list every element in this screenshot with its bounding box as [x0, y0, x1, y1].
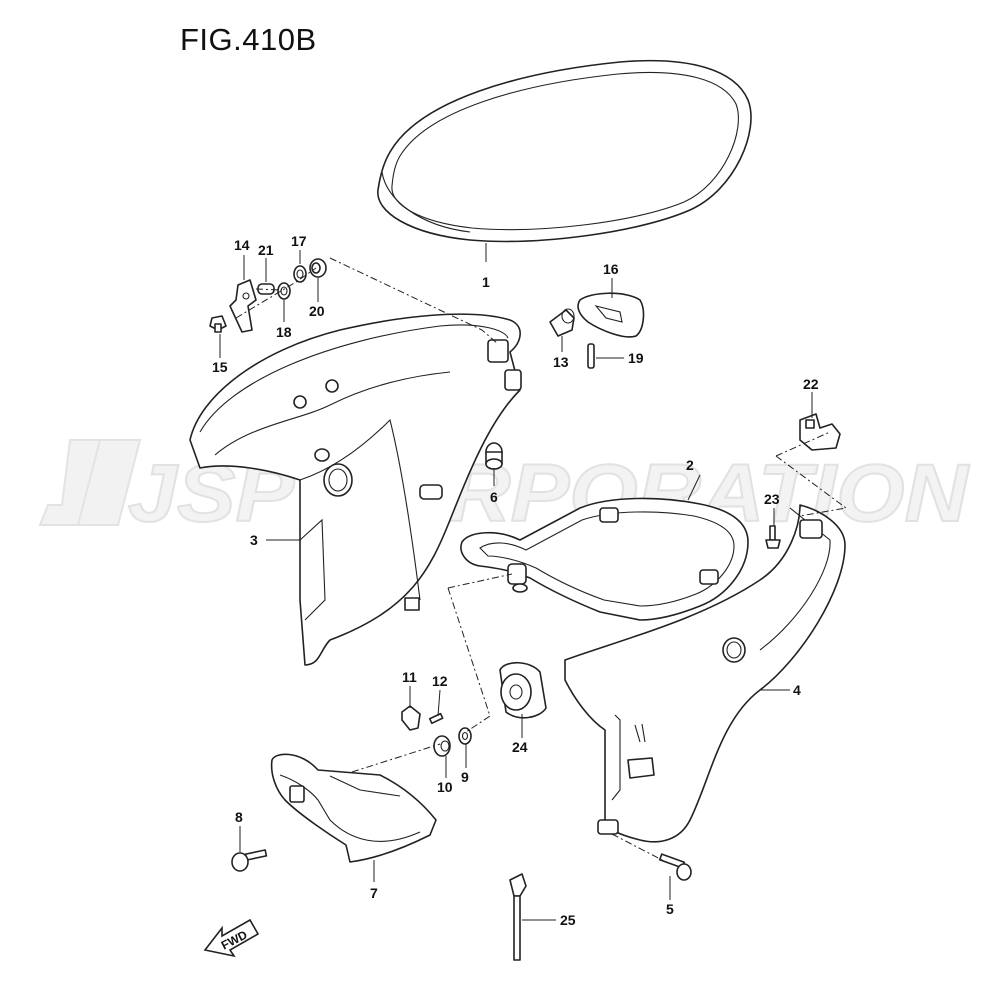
part-14-latch-plate[interactable]	[229, 279, 257, 333]
part-18-washer[interactable]	[277, 282, 291, 300]
part-3-upper-cover[interactable]	[189, 313, 522, 666]
leader-lines	[219, 243, 813, 921]
label-part-21: 21	[258, 242, 274, 258]
part-6-grommet[interactable]	[485, 442, 503, 470]
part-2-frame[interactable]	[460, 497, 749, 621]
part-15-bolt[interactable]	[209, 315, 227, 333]
label-part-10: 10	[437, 779, 453, 795]
part-10-grommet[interactable]	[433, 735, 451, 757]
label-part-18: 18	[276, 324, 292, 340]
part-labels: 1 2 3 4 5 6 7 8 9 10 11 12 13 14 15 16 1…	[212, 233, 819, 928]
label-part-8: 8	[235, 809, 243, 825]
label-part-2: 2	[686, 457, 694, 473]
part-16-lever[interactable]	[577, 292, 645, 338]
fwd-arrow: FWD	[203, 918, 260, 958]
part-20-collar[interactable]	[309, 258, 327, 278]
label-part-1: 1	[482, 274, 490, 290]
label-part-19: 19	[628, 350, 644, 366]
part-1-seal[interactable]	[377, 59, 752, 243]
part-11-bracket[interactable]	[401, 705, 421, 731]
label-part-13: 13	[553, 354, 569, 370]
part-24-grommet[interactable]	[499, 661, 547, 719]
part-7-lower-front-cover[interactable]	[270, 753, 437, 863]
label-part-9: 9	[461, 769, 469, 785]
figure-title: FIG.410B	[180, 22, 317, 57]
label-part-16: 16	[603, 261, 619, 277]
part-19-pin[interactable]	[587, 343, 595, 369]
label-part-24: 24	[512, 739, 528, 755]
assembly-lines	[235, 257, 848, 863]
label-part-5: 5	[666, 901, 674, 917]
part-22-clip[interactable]	[799, 413, 841, 451]
label-part-15: 15	[212, 359, 228, 375]
label-part-4: 4	[793, 682, 801, 698]
label-part-7: 7	[370, 885, 378, 901]
label-part-23: 23	[764, 491, 780, 507]
label-part-17: 17	[291, 233, 307, 249]
label-part-6: 6	[490, 489, 498, 505]
part-17-washer[interactable]	[293, 265, 307, 283]
part-23-screw[interactable]	[765, 525, 781, 549]
part-4-lower-cover[interactable]	[564, 504, 846, 843]
label-part-12: 12	[432, 673, 448, 689]
part-13-bushing[interactable]	[549, 308, 575, 337]
part-12-screw[interactable]	[428, 712, 444, 725]
part-5-bolt[interactable]	[658, 853, 692, 881]
part-8-bolt[interactable]	[231, 849, 268, 872]
part-25-tie[interactable]	[509, 873, 527, 961]
label-part-20: 20	[309, 303, 325, 319]
label-part-22: 22	[803, 376, 819, 392]
label-part-3: 3	[250, 532, 258, 548]
part-9-washer[interactable]	[458, 727, 472, 745]
label-part-14: 14	[234, 237, 250, 253]
label-part-11: 11	[402, 669, 417, 685]
label-part-25: 25	[560, 912, 576, 928]
